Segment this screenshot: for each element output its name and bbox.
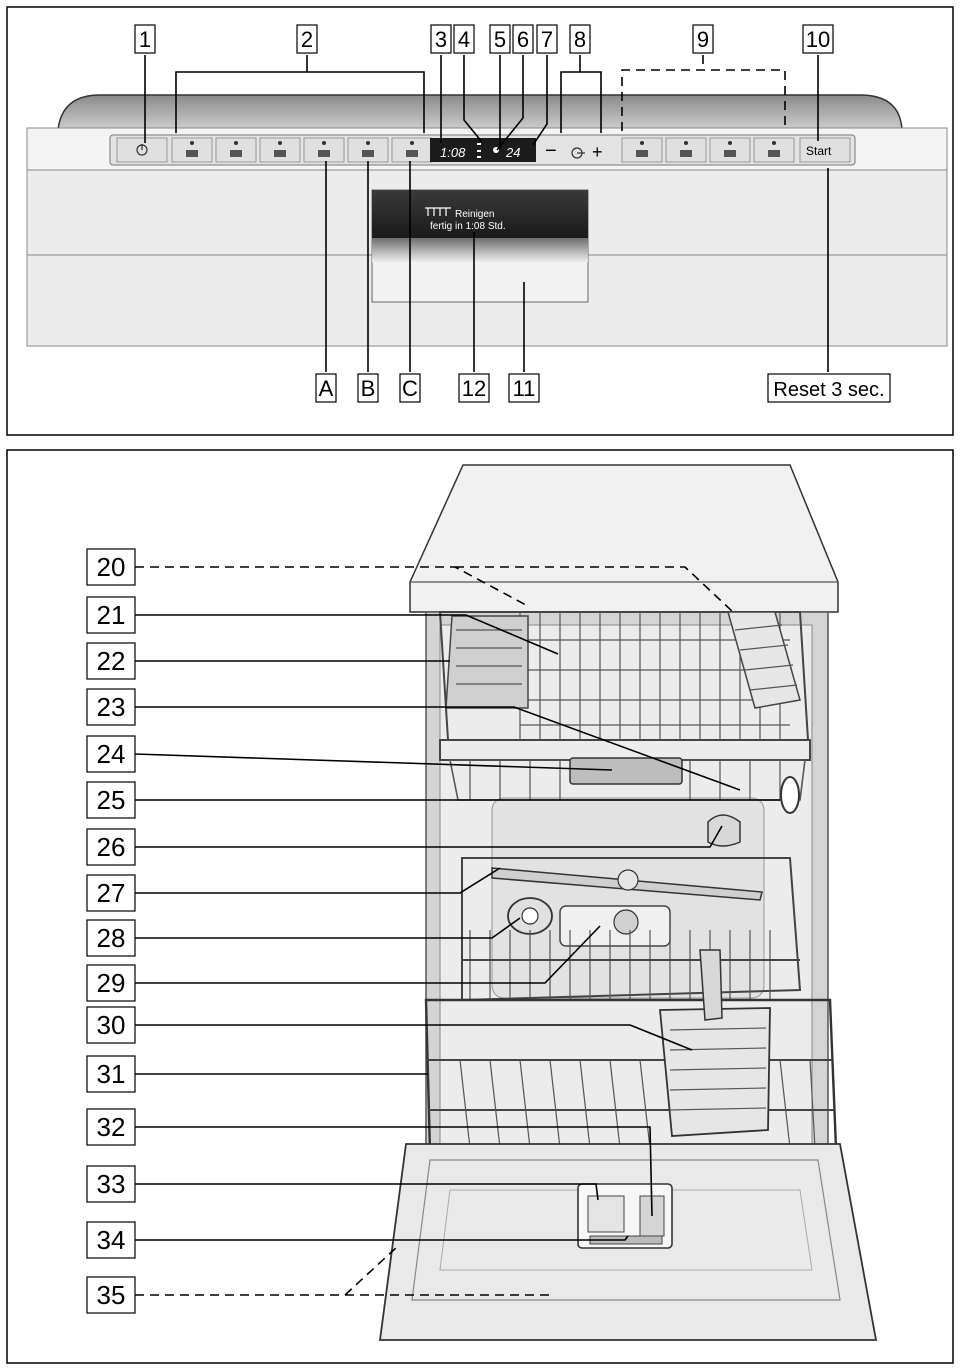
callout-10: 10 (802, 24, 834, 54)
info-screen (372, 190, 588, 238)
callout-reset: Reset 3 sec. (767, 373, 891, 403)
water-hub (707, 814, 741, 847)
upper-basket (438, 611, 811, 801)
callout-a: A (315, 373, 337, 403)
svg-text:33: 33 (97, 1169, 126, 1199)
middle-basket (461, 857, 802, 1002)
callout-33: 33 (86, 1165, 136, 1203)
svg-text:30: 30 (97, 1010, 126, 1040)
worktop (409, 464, 839, 613)
callout-25: 25 (86, 781, 136, 819)
callout-7: 7 (536, 24, 558, 54)
plus-button[interactable]: + (592, 142, 603, 162)
callout-4: 4 (453, 24, 475, 54)
callout-28: 28 (86, 919, 136, 957)
svg-text:10: 10 (806, 27, 830, 52)
svg-text:2: 2 (301, 27, 313, 52)
svg-text:4: 4 (458, 27, 470, 52)
cup-rack (727, 611, 801, 709)
callout-c: C (399, 373, 421, 403)
svg-text:29: 29 (97, 968, 126, 998)
svg-text:24: 24 (97, 739, 126, 769)
callout-11: 11 (508, 373, 540, 403)
option-buttons[interactable] (621, 137, 795, 163)
power-button[interactable] (116, 137, 168, 163)
bracket-9 (621, 69, 786, 131)
svg-text:C: C (402, 376, 418, 401)
callout-12: 12 (458, 373, 490, 403)
side-jet (780, 776, 800, 814)
svg-text:12: 12 (462, 376, 486, 401)
cutlery-basket (659, 1007, 771, 1137)
start-label: Start (806, 144, 832, 158)
callout-5: 5 (489, 24, 511, 54)
svg-text:23: 23 (97, 692, 126, 722)
svg-text:6: 6 (517, 27, 529, 52)
interior-figure: 20 21 22 23 24 25 26 27 28 29 30 31 32 3… (6, 449, 954, 1364)
control-panel-figure: 1:08 24 − + Start Reinigen fertig i (6, 6, 954, 436)
svg-text:27: 27 (97, 878, 126, 908)
callout-21: 21 (86, 596, 136, 634)
display-window (430, 138, 536, 162)
svg-text:9: 9 (697, 27, 709, 52)
svg-text:8: 8 (574, 27, 586, 52)
callout-26: 26 (86, 828, 136, 866)
callout-23: 23 (86, 688, 136, 726)
svg-text:32: 32 (97, 1112, 126, 1142)
start-button[interactable] (799, 137, 851, 163)
bracket-8 (560, 71, 602, 133)
svg-text:7: 7 (541, 27, 553, 52)
bracket-2 (175, 71, 425, 133)
svg-text:3: 3 (435, 27, 447, 52)
callout-31: 31 (86, 1055, 136, 1093)
svg-text:1: 1 (139, 27, 151, 52)
program-buttons[interactable] (171, 137, 433, 163)
svg-text:35: 35 (97, 1280, 126, 1310)
svg-text:26: 26 (97, 832, 126, 862)
callout-29: 29 (86, 964, 136, 1002)
callout-8: 8 (569, 24, 591, 54)
callout-24: 24 (86, 735, 136, 773)
callout-1: 1 (134, 24, 156, 54)
callout-b: B (357, 373, 379, 403)
svg-text:28: 28 (97, 923, 126, 953)
callout-3: 3 (430, 24, 452, 54)
svg-text:5: 5 (494, 27, 506, 52)
svg-text:20: 20 (97, 552, 126, 582)
appliance-top-edge (57, 94, 903, 131)
svg-text:11: 11 (513, 376, 536, 401)
minus-button[interactable]: − (545, 140, 557, 162)
delay-display: 24 (505, 145, 520, 160)
dish-icon (425, 207, 451, 216)
svg-text:B: B (361, 376, 376, 401)
time-display: 1:08 (440, 145, 466, 160)
knife-shelf (445, 615, 529, 709)
screen-line-1: Reinigen (455, 209, 494, 220)
svg-text:34: 34 (97, 1225, 126, 1255)
callout-27: 27 (86, 874, 136, 912)
svg-text:25: 25 (97, 785, 126, 815)
svg-text:22: 22 (97, 646, 126, 676)
svg-text:31: 31 (97, 1059, 126, 1089)
callout-22: 22 (86, 642, 136, 680)
rear-wall (491, 797, 765, 999)
screen-line-2: fertig in 1:08 Std. (430, 221, 506, 232)
callout-32: 32 (86, 1108, 136, 1146)
callout-2: 2 (296, 24, 318, 54)
svg-text:Reset 3 sec.: Reset 3 sec. (773, 379, 884, 401)
callout-6: 6 (512, 24, 534, 54)
callout-30: 30 (86, 1006, 136, 1044)
callout-34: 34 (86, 1221, 136, 1259)
svg-text:21: 21 (97, 600, 126, 630)
tablet-tray (569, 757, 683, 785)
svg-text:A: A (319, 376, 334, 401)
callout-35: 35 (86, 1276, 136, 1314)
callout-20: 20 (86, 548, 136, 586)
callout-9: 9 (692, 24, 714, 54)
